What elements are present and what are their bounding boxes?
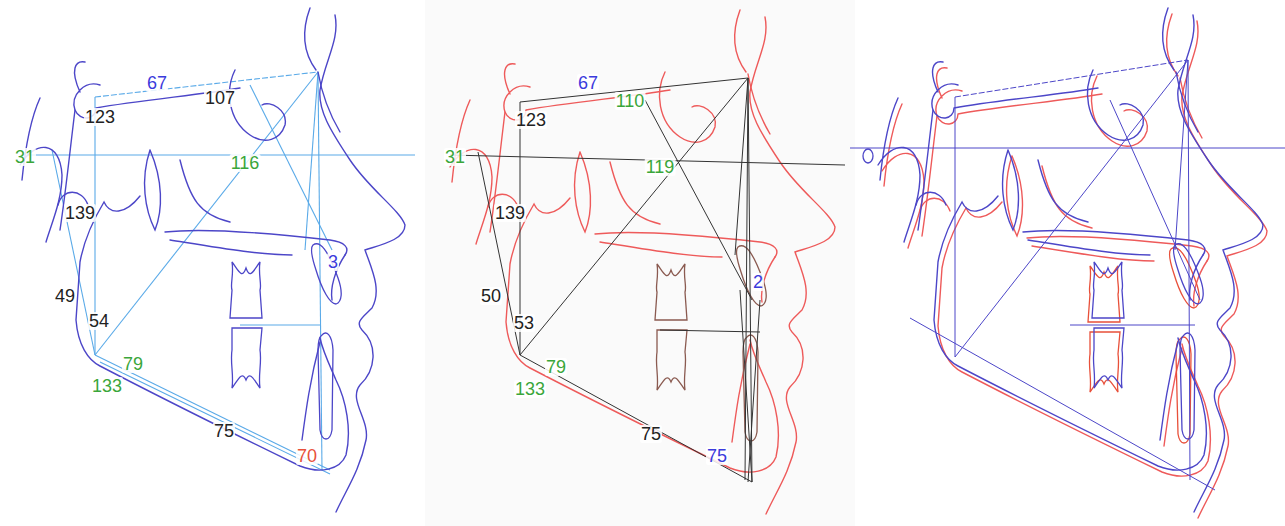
- measurement-value: 133: [91, 377, 123, 395]
- measurement-value: 75: [213, 422, 235, 440]
- s-go-line: [955, 97, 956, 357]
- measurement-value: 75: [640, 425, 662, 443]
- skull-outline-final: [882, 14, 1267, 518]
- measurement-value: 50: [480, 287, 502, 305]
- skull-outline: [20, 8, 405, 512]
- panel-final: [425, 0, 855, 526]
- measurement-value: 49: [54, 287, 76, 305]
- measurement-value: 110: [615, 92, 646, 110]
- n-a-line: [735, 78, 748, 255]
- fh-line: [20, 154, 415, 155]
- n-a-line: [305, 72, 318, 250]
- teeth-outline-initial: [1092, 244, 1203, 439]
- measurement-value: 107: [204, 89, 236, 107]
- go-n-line: [955, 60, 1188, 357]
- n-b-line: [645, 100, 752, 300]
- measurement-value: 116: [230, 154, 261, 172]
- measurement-value: 75: [706, 447, 728, 465]
- teeth-outline-final: [1088, 248, 1199, 443]
- measurement-value: 139: [64, 204, 96, 222]
- measurement-value: 2: [752, 273, 764, 291]
- measurement-value: 54: [88, 312, 110, 330]
- measurement-value: 79: [122, 355, 144, 373]
- n-b-line: [1110, 100, 1200, 300]
- measurement-value: 70: [296, 447, 318, 465]
- panel-ground: [425, 0, 855, 526]
- n-b-line: [250, 85, 332, 250]
- occlusal-line: [240, 324, 320, 325]
- reference-lines: [850, 60, 1285, 490]
- mandibular-plane: [520, 355, 752, 482]
- measurement-value: 79: [545, 358, 567, 376]
- measurement-value: 123: [515, 111, 547, 129]
- measurement-value: 31: [444, 148, 466, 166]
- incisor-axis: [748, 300, 760, 482]
- fh-line: [850, 148, 1285, 149]
- measurement-value: 133: [514, 380, 546, 398]
- panel-superimposition: [850, 8, 1285, 518]
- mandibular-plane: [95, 355, 330, 470]
- measurement-value: 139: [494, 204, 526, 222]
- measurement-value: 123: [84, 108, 116, 126]
- n-a-line: [1175, 60, 1188, 250]
- n-me-line: [1188, 60, 1190, 480]
- n-pog-line: [745, 78, 748, 480]
- skull-outline: [450, 10, 835, 514]
- sn-line: [955, 60, 1188, 97]
- reference-lines: [450, 78, 845, 482]
- measurement-value: 67: [146, 74, 168, 92]
- mandibular-plane: [910, 318, 1215, 490]
- occlusal-line: [1070, 325, 1195, 326]
- go-n-line: [520, 78, 748, 355]
- ear-rod: [863, 149, 873, 163]
- mandibular-plane: [100, 362, 330, 474]
- measurement-value: 119: [645, 158, 676, 176]
- occlusal-line: [660, 330, 760, 332]
- measurement-value: 3: [327, 253, 339, 271]
- skull-outline-initial: [878, 8, 1263, 512]
- measurement-value: 31: [14, 148, 36, 166]
- teeth-outline: [230, 244, 341, 439]
- panel-initial: [20, 8, 415, 512]
- measurement-value: 53: [513, 314, 535, 332]
- measurement-value: 67: [577, 74, 599, 92]
